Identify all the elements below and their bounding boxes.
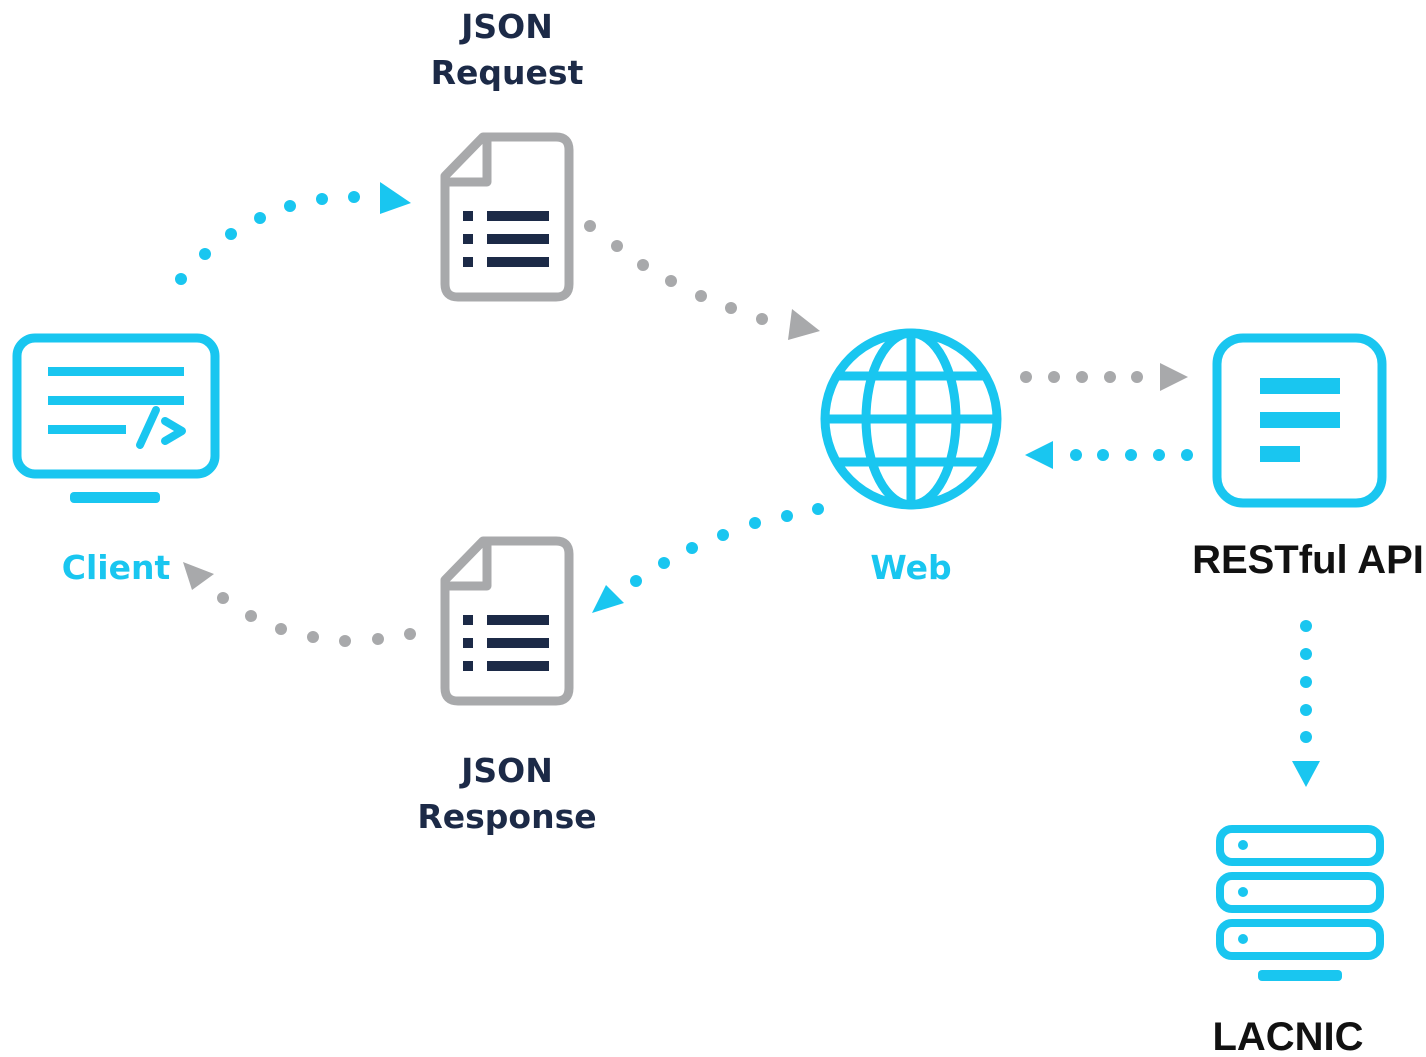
flow-web-to-response [592, 503, 824, 613]
globe-icon [820, 328, 1002, 510]
arrowhead-icon [1160, 363, 1188, 391]
json-request-label-line1: JSON [459, 7, 553, 46]
arrowhead-icon [380, 182, 411, 214]
server-stack-icon [1216, 825, 1384, 981]
document-list-icon [440, 536, 574, 706]
flow-request-to-web [584, 220, 820, 340]
flow-response-to-client [183, 562, 416, 647]
arrowhead-icon [592, 585, 624, 613]
monitor-code-icon [12, 333, 220, 503]
flow-web-to-api [1020, 363, 1188, 391]
arrowhead-icon [183, 562, 214, 590]
flow-client-to-request [175, 182, 411, 285]
flow-api-to-lacnic [1292, 620, 1320, 787]
json-request-label-line2: Request [431, 53, 584, 92]
client-label: Client [62, 548, 171, 587]
api-window-icon [1212, 333, 1387, 508]
restful-api-label: RESTful API [1192, 538, 1424, 582]
json-response-label-line1: JSON [459, 751, 553, 790]
arrowhead-icon [1025, 441, 1053, 469]
flow-api-to-web [1025, 441, 1193, 469]
arrowhead-icon [1292, 761, 1320, 787]
web-label: Web [870, 548, 951, 587]
document-list-icon [440, 132, 574, 302]
lacnic-label: LACNIC [1212, 1015, 1363, 1057]
json-response-label-line2: Response [417, 797, 596, 836]
arrowhead-icon [788, 309, 820, 340]
